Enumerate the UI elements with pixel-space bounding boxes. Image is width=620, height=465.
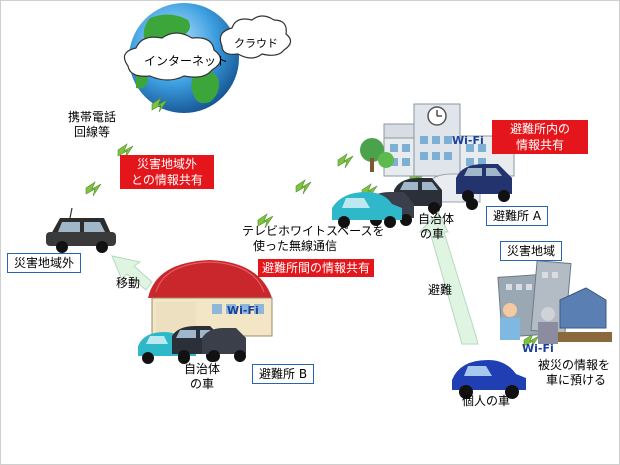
internet-label: インターネット <box>144 54 228 69</box>
car-outside <box>46 208 116 253</box>
wifi-label-b: Wi-Fi <box>227 304 259 317</box>
lightning-6 <box>338 154 353 168</box>
wifi-label-a: Wi-Fi <box>452 134 484 147</box>
outside-share-banner: 災害地域外 との情報共有 <box>120 155 214 189</box>
deposit-label-1: 被災の情報を <box>538 358 610 373</box>
muni-car-b-label-2: の車 <box>190 377 214 392</box>
disaster-area-box: 災害地域 <box>500 241 562 261</box>
between-share-banner: 避難所間の情報共有 <box>258 259 374 277</box>
lightning-3 <box>86 182 101 196</box>
mobile-line-label-2: 回線等 <box>74 125 110 140</box>
inside-share-line-2: 情報共有 <box>496 137 584 153</box>
outside-share-line-2: との情報共有 <box>124 172 210 188</box>
muni-car-a-label-2: の車 <box>420 227 444 242</box>
shelter-b-box: 避難所 B <box>252 364 314 384</box>
whitespace-label-2: 使った無線通信 <box>253 239 337 254</box>
private-car-label: 個人の車 <box>462 394 510 409</box>
outside-share-line-1: 災害地域外 <box>124 156 210 172</box>
evacuate-label: 避難 <box>428 283 452 298</box>
shelter-b-building <box>148 260 272 336</box>
inside-share-banner: 避難所内の 情報共有 <box>492 120 588 154</box>
mobile-line-label-1: 携帯電話 <box>68 110 116 125</box>
shelter-a-box: 避難所 A <box>486 206 548 226</box>
cloud-label: クラウド <box>234 36 278 51</box>
deposit-label-2: 車に預ける <box>546 373 606 388</box>
move-label: 移動 <box>116 276 140 291</box>
inside-share-line-1: 避難所内の <box>496 121 584 137</box>
wifi-label-c: Wi-Fi <box>522 342 554 355</box>
muni-car-a-label-1: 自治体 <box>418 212 454 227</box>
whitespace-label-1: テレビホワイトスペースを <box>242 224 385 239</box>
muni-car-b-label-1: 自治体 <box>184 362 220 377</box>
lightning-5 <box>296 180 311 194</box>
outside-area-box: 災害地域外 <box>7 253 81 273</box>
